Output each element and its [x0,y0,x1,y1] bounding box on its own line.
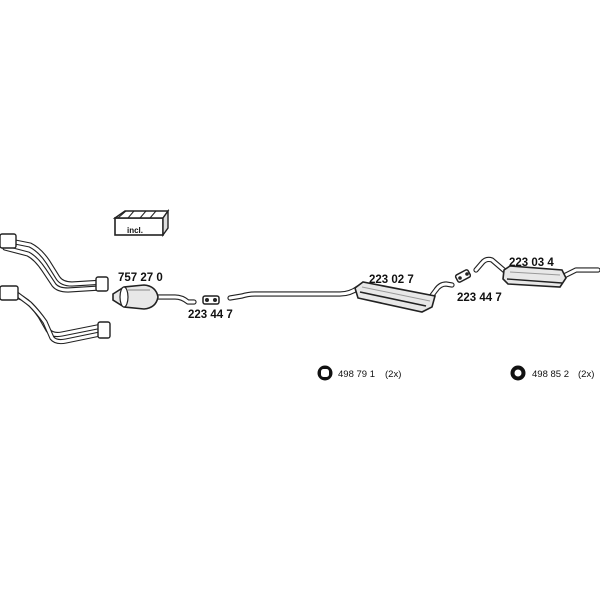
mounting-rubber-1[interactable] [317,365,333,381]
mount-1-part-number: 498 79 1 [338,369,375,380]
mount-2-part-number: 498 85 2 [532,369,569,380]
clamp-2[interactable] [454,269,472,283]
mount-2-quantity: (2x) [578,369,594,380]
middle-silencer-part-number: 223 02 7 [369,274,414,286]
rear-silencer[interactable] [473,256,600,288]
clamp-1[interactable] [202,295,220,305]
kit-box-label: incl. [127,226,143,235]
catalyst-part-number: 757 27 0 [118,272,163,284]
clamp-2-part-number: 223 44 7 [457,292,502,304]
rear-silencer-part-number: 223 03 4 [509,257,554,269]
middle-silencer[interactable] [227,281,455,313]
fitting-kit-box[interactable]: incl. [112,208,170,238]
clamp-1-part-number: 223 44 7 [188,309,233,321]
front-pipe[interactable] [0,233,111,345]
mount-1-quantity: (2x) [385,369,401,380]
mounting-rubber-2[interactable] [510,365,526,381]
catalytic-converter[interactable] [112,284,197,310]
